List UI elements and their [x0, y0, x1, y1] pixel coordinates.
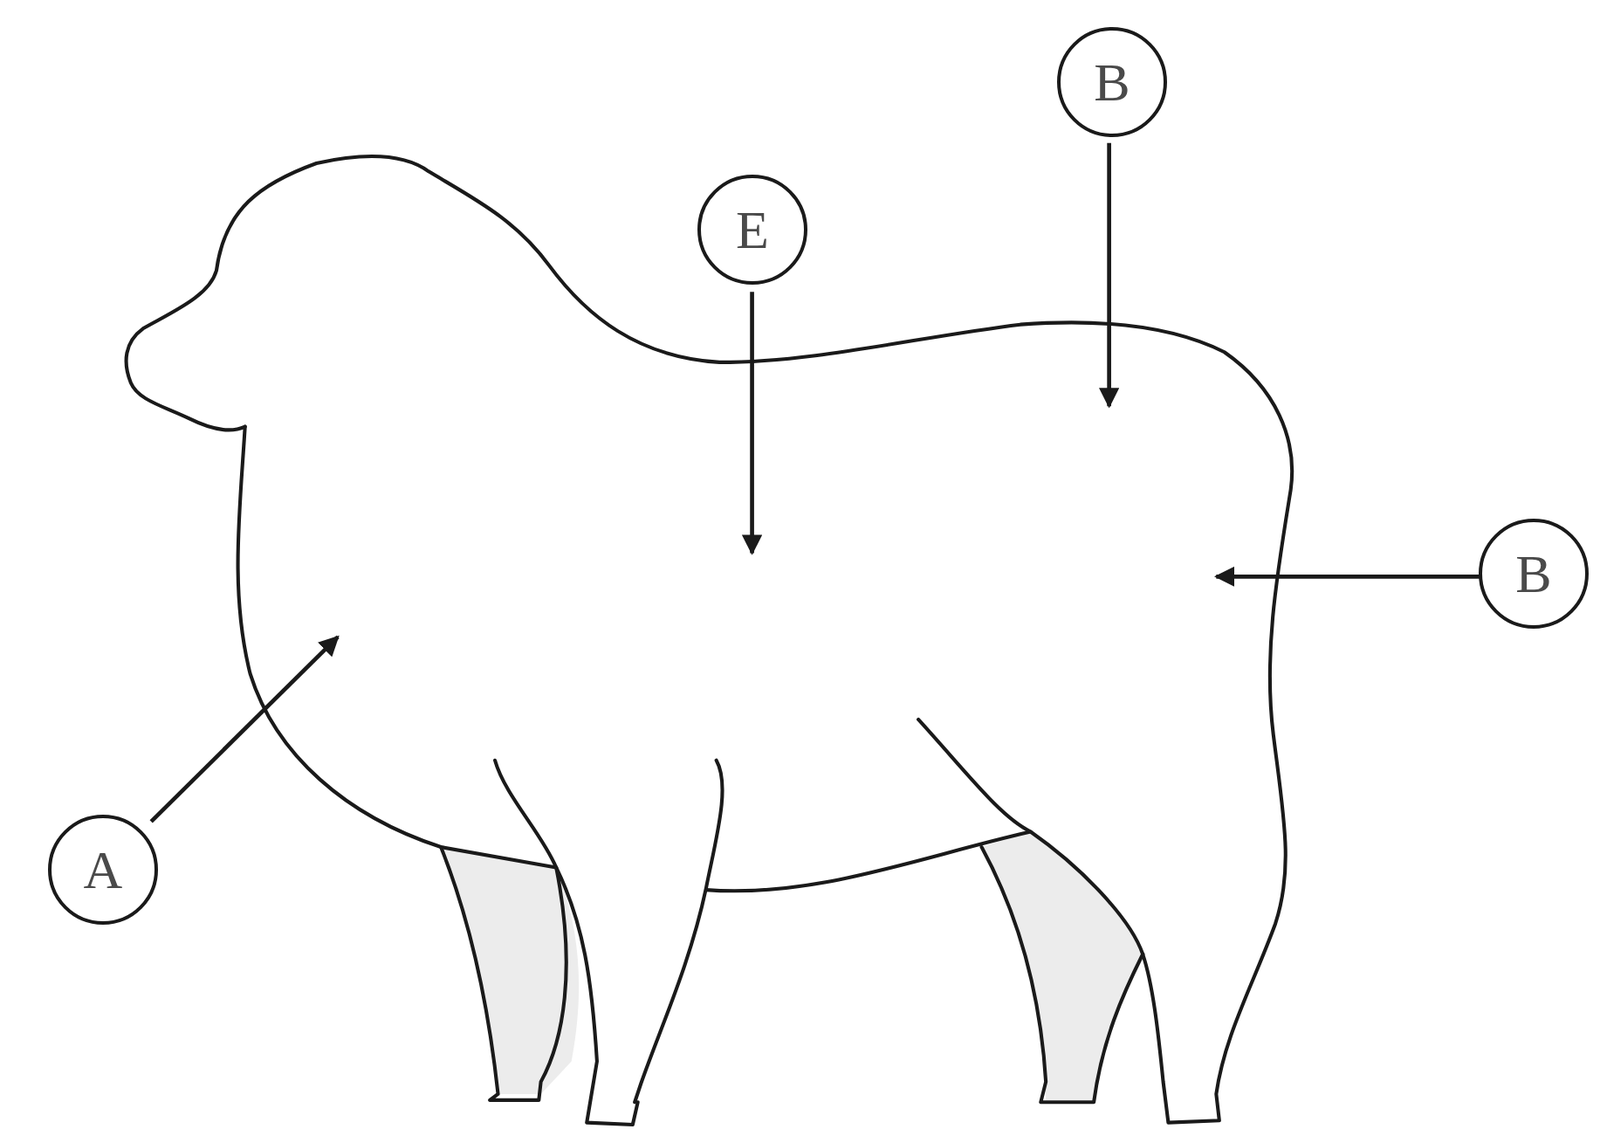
callout-letter: B: [1093, 54, 1130, 110]
callout-letter: B: [1515, 546, 1552, 601]
callout-letter: A: [83, 842, 124, 897]
callout-circle: E: [697, 174, 808, 285]
callout-circle: A: [48, 814, 158, 925]
callout-circle: B: [1478, 518, 1589, 629]
callout-circle: B: [1057, 27, 1168, 138]
callout-letter: E: [735, 202, 770, 257]
